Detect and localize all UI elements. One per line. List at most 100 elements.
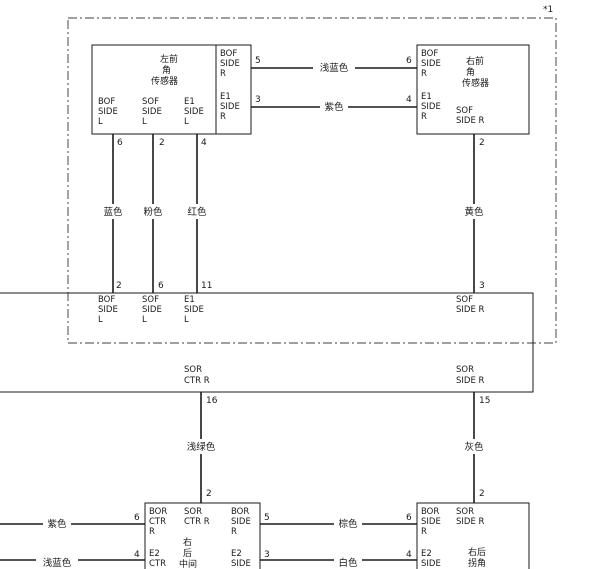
pin-label: SIDE (184, 107, 204, 117)
pin-numbers: 5 3 6 2 4 6 4 2 2 6 11 3 16 15 2 6 4 5 3… (116, 56, 490, 560)
wire-label-gray: 灰色 (464, 441, 484, 453)
pin-label: R (421, 112, 427, 122)
pin-label: R (231, 527, 237, 537)
pin-number: 4 (406, 550, 412, 560)
pin-label: E1 (184, 295, 195, 305)
pin-number: 3 (264, 550, 270, 560)
pin-number: 2 (159, 138, 165, 148)
pin-number: 6 (134, 513, 140, 523)
pin-label: E2 (149, 549, 160, 559)
pin-number: 6 (158, 281, 164, 291)
pin-label: E2 (421, 549, 432, 559)
pin-label: R (220, 112, 226, 122)
pin-label: CTR (149, 559, 166, 569)
pin-label: CTR R (184, 517, 210, 527)
pin-label: SIDE R (456, 517, 485, 527)
pin-label: SIDE (142, 107, 162, 117)
pin-label: SOR (184, 507, 202, 517)
pin-label: SOR (456, 507, 474, 517)
pin-label: BOF (220, 49, 237, 59)
note-mark: *1 (543, 5, 553, 15)
pin-label: SIDE (98, 305, 118, 315)
pin-label: SOF (142, 295, 159, 305)
pin-label: R (149, 527, 155, 537)
pin-label: SOR (184, 365, 202, 375)
pin-label: R (421, 69, 427, 79)
sensor-name-line: 角 (162, 64, 171, 76)
sensor-name-line: 角 (466, 66, 475, 78)
pin-label: E2 (231, 549, 242, 559)
pin-number: 4 (406, 95, 412, 105)
pin-number: 2 (479, 489, 485, 499)
pin-number: 2 (116, 281, 122, 291)
pin-label: BOR (421, 507, 439, 517)
pin-number: 2 (479, 138, 485, 148)
pin-number: 3 (479, 281, 485, 291)
pin-label: SIDE R (456, 376, 485, 386)
sensor-name-line: 传感器 (151, 75, 178, 87)
right-front-corner-sensor: 右前 角 传感器 BOF SIDE R E1 SIDE R SOF SIDE R (416, 44, 530, 135)
pin-label: BOF (421, 49, 438, 59)
pin-label: BOR (231, 507, 249, 517)
wire-label-purple-bottom: 紫色 (47, 518, 67, 530)
sensor-name-line: 传感器 (462, 77, 489, 89)
pin-number: 4 (134, 550, 140, 560)
wire-label-white: 白色 (338, 557, 358, 569)
sensor-name-line: 右 (183, 536, 192, 548)
pin-label: SIDE (421, 59, 441, 69)
pin-label: SIDE (220, 59, 240, 69)
pin-label: R (220, 69, 226, 79)
pin-label: SOF (142, 97, 159, 107)
pin-number: 2 (206, 489, 212, 499)
wire-label-brown: 棕色 (338, 518, 358, 530)
wire-label-light-blue-bottom: 浅蓝色 (43, 557, 72, 569)
pin-label: SIDE (231, 559, 251, 569)
pin-number: 5 (255, 56, 261, 66)
pin-label: SIDE R (456, 116, 485, 126)
ecu-pin-labels: BOF SIDE L SOF SIDE L E1 SIDE L SOF SIDE… (98, 295, 485, 386)
pin-label: SIDE (421, 102, 441, 112)
ecu-box (0, 292, 534, 393)
pin-label: L (184, 315, 189, 325)
connector-boundary (67, 17, 557, 344)
pin-label: L (184, 117, 189, 127)
wire-label-pink: 粉色 (143, 206, 163, 218)
pin-number: 15 (479, 396, 490, 406)
pin-number: 4 (201, 138, 207, 148)
pin-label: L (142, 315, 147, 325)
pin-label: BOF (98, 97, 115, 107)
pin-number: 11 (201, 281, 212, 291)
sensor-name-line: 拐角 (468, 557, 486, 569)
rear-center-sensor: BOR CTR R E2 CTR SOR CTR R BOR SIDE R E2… (144, 502, 261, 569)
pin-number: 6 (117, 138, 123, 148)
pin-label: CTR R (184, 376, 210, 386)
wires (0, 67, 475, 561)
sensor-name-line: 右前 (466, 55, 484, 67)
pin-number: 6 (406, 513, 412, 523)
pin-label: BOF (98, 295, 115, 305)
sensor-name-line: 左前 (160, 53, 178, 65)
wire-label-purple-top: 紫色 (324, 101, 344, 113)
left-front-corner-sensor: 左前 角 传感器 BOF SIDE R E1 SIDE R BOF SIDE L… (91, 44, 252, 135)
pin-label: SOR (456, 365, 474, 375)
sensor-name-line: 后 (183, 548, 192, 559)
pin-label: SIDE (421, 559, 441, 569)
pin-label: SIDE (231, 517, 251, 527)
pin-number: 16 (206, 396, 218, 406)
pin-label: BOR (149, 507, 167, 517)
sensor-name-line: 右后 (468, 546, 486, 558)
pin-number: 6 (406, 56, 412, 66)
pin-number: 5 (264, 513, 270, 523)
sensor-name-line: 中间 (179, 558, 197, 569)
pin-label: SOF (456, 106, 473, 116)
pin-number: 3 (255, 95, 261, 105)
pin-label: CTR (149, 517, 166, 527)
wire-label-red: 红色 (187, 206, 207, 218)
pin-label: E1 (220, 92, 231, 102)
pin-label: L (98, 117, 103, 127)
pin-label: SIDE (220, 102, 240, 112)
pin-label: SIDE (184, 305, 204, 315)
wire-label-yellow: 黄色 (464, 206, 484, 218)
pin-label: SIDE (98, 107, 118, 117)
